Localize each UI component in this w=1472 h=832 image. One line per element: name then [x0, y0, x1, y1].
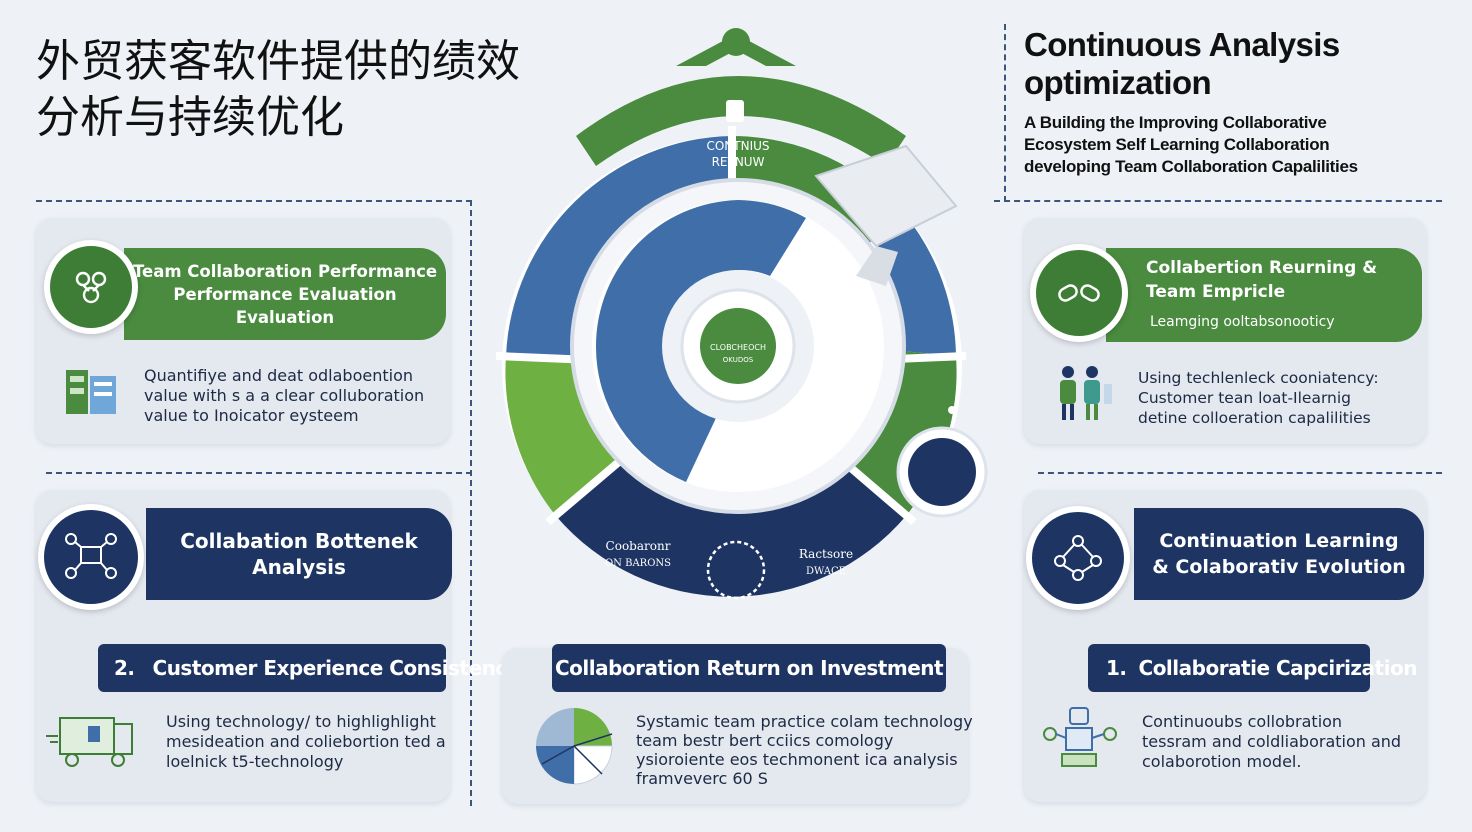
text-line: value to Inoicator eysteem [144, 406, 359, 425]
pill-line: Collabation Bottenek [180, 529, 418, 553]
text-line: Customer tean loat-Ilearnig [1138, 389, 1352, 407]
roi-text: Systamic team practice colam technology … [636, 712, 973, 788]
text-line: colaborotion model. [1142, 752, 1302, 771]
core-circle [700, 308, 776, 384]
delivery-truck-icon [44, 714, 136, 776]
text-line: Quantifiye and deat odlaboention [144, 366, 413, 385]
divider [994, 200, 1442, 202]
bottom-right-label-line: DWACE [806, 566, 846, 577]
team-learning-text: Using techlenleck cooniatency: Customer … [1138, 368, 1379, 428]
bottom-left-label-line: Coobaronr [606, 539, 671, 553]
team-learning-pill: Collabertion Reurning & Team Empricle Le… [1106, 248, 1422, 342]
pill-line: Continuation Learning [1159, 530, 1399, 552]
robot-network-icon [1040, 704, 1120, 774]
bar-label: Customer Experience Consistency [152, 656, 520, 680]
subtitle-line: Ecosystem Self Learning Collaboration [1024, 135, 1330, 154]
subtitle: A Building the Improving Collaborative E… [1024, 112, 1454, 178]
capitalization-bar: 1. Collaboratie Capcirization [1088, 644, 1417, 692]
bar-number: 1. [1106, 656, 1127, 680]
divider [470, 200, 472, 806]
top-label-line: CONTNIUS [706, 139, 769, 153]
bottleneck-analysis-pill: Collabation Bottenek Analysis [146, 508, 452, 600]
card-bottleneck-analysis: Collabation Bottenek Analysis 2. Custome… [36, 490, 520, 802]
text-line: mesideation and coliebortion ted a [166, 732, 446, 751]
subtitle-line: developing Team Collaboration Capaliliti… [1024, 157, 1358, 176]
text-line: team bestr bert cciics comology [636, 731, 894, 750]
team-cycle-icon [1026, 506, 1130, 610]
dashboard-icon [64, 368, 120, 422]
core-label-line: OKUDOS [723, 356, 754, 364]
pill-line: Evaluation [235, 307, 335, 327]
pill-subline: Leamging ooltabsonooticy [1150, 314, 1335, 330]
magnifier-icon [814, 144, 958, 286]
text-line: value with s a a clear colluboration [144, 386, 425, 405]
title-line-1: 外贸获客软件提供的绩效 [36, 36, 520, 87]
divider [36, 200, 472, 202]
text-line: detine colloeration capalilities [1138, 409, 1371, 427]
pill-line: Collabertion Reurning & [1146, 258, 1378, 278]
collaboration-icon [44, 240, 138, 334]
core-label-line: CLOBCHEOCH [710, 343, 766, 352]
network-icon [38, 504, 144, 610]
top-arrow-band [576, 76, 906, 166]
pie-chart-icon [532, 704, 616, 792]
heading-line-1: Continuous Analysis [1024, 26, 1340, 63]
page-title-chinese: 外贸获客软件提供的绩效 分析与持续优化 [36, 34, 576, 146]
text-line: Using techlenleck cooniatency: [1138, 369, 1379, 387]
pill-line: Performance Evaluation [173, 284, 397, 304]
handshake-icon [1030, 244, 1128, 342]
text-line: Using technology/ to highlighlight [166, 712, 436, 731]
card-continuous-evolution: Continuation Learning & Colaborativ Evol… [1024, 490, 1426, 802]
text-line: tessram and coldliaboration and [1142, 732, 1402, 751]
people-icon [1052, 362, 1118, 428]
pill-line: Analysis [252, 555, 346, 579]
text-line: ysioroiente eos techmonent ica analysis [636, 750, 958, 769]
pill-line: Team Collaboration Performance [132, 261, 438, 281]
continuous-evolution-pill: Continuation Learning & Colaborativ Evol… [1134, 508, 1424, 600]
side-indicator-circle [908, 438, 976, 506]
subtitle-line: A Building the Improving Collaborative [1024, 113, 1327, 132]
customer-experience-bar: 2. Customer Experience Consistency [98, 644, 520, 692]
divider [46, 472, 472, 474]
divider [1004, 24, 1006, 202]
pill-line: & Colaborativ Evolution [1152, 556, 1406, 578]
capitalization-text: Continuoubs collobration tessram and col… [1142, 712, 1401, 772]
continuous-cycle-diagram: CONTNIUS RETNUW CLOBCHEOCH OKUDOS Coobar… [495, 28, 988, 600]
pill-line: Team Empricle [1146, 282, 1286, 302]
text-line: loelnick t5-technology [166, 752, 344, 771]
performance-evaluation-text: Quantifiye and deat odlaboention value w… [144, 366, 424, 426]
text-line: Systamic team practice colam technology [636, 712, 973, 731]
heading-line-2: optimization [1024, 64, 1212, 101]
roi-bar: Collaboration Return on Investment [552, 644, 946, 692]
bottom-right-label-line: Ractsore [799, 547, 853, 561]
card-team-learning: Collabertion Reurning & Team Empricle Le… [1024, 218, 1426, 444]
card-performance-evaluation: Team Collaboration Performance Performan… [36, 218, 450, 444]
bottom-left-label-line: ON BARONS [605, 558, 671, 569]
customer-experience-text: Using technology/ to highlighlight mesid… [166, 712, 446, 772]
bar-label: Collaboratie Capcirization [1138, 656, 1418, 680]
bar-number: 2. [114, 656, 135, 680]
top-label-line: RETNUW [712, 155, 765, 169]
divider [1038, 472, 1442, 474]
page-title-english: Continuous Analysis optimization A Build… [1024, 26, 1454, 178]
text-line: Continuoubs collobration [1142, 712, 1343, 731]
text-line: framveverc 60 S [636, 769, 768, 788]
title-line-2: 分析与持续优化 [36, 92, 344, 143]
performance-evaluation-pill: Team Collaboration Performance Performan… [124, 248, 446, 340]
bar-label: Collaboration Return on Investment [554, 656, 944, 680]
